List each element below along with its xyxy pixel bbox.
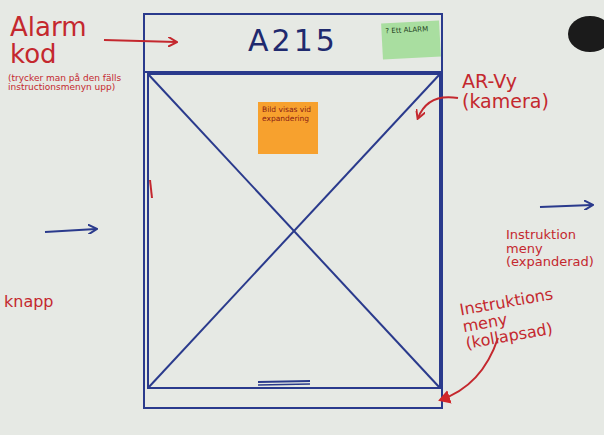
annotation: AR-Vy (kamera) xyxy=(462,72,554,112)
annotation: Alarm kod xyxy=(10,14,106,69)
annotation: knapp xyxy=(4,294,74,311)
marker-stroke xyxy=(150,180,152,198)
note-text: Bild visas vid expandering xyxy=(262,106,314,123)
collapsed-menu-bar xyxy=(258,381,310,382)
leader-arrow xyxy=(418,97,458,118)
ar-view xyxy=(148,74,440,388)
sticky-note: ? Ett ALARM xyxy=(381,21,441,60)
leader-arrow xyxy=(45,229,96,232)
sticky-note: Bild visas vid expandering xyxy=(258,102,318,154)
leader-arrow xyxy=(104,40,176,42)
annotation: Instruktion meny (expanderad) xyxy=(506,228,600,269)
annotation: (trycker man på den fälls instructionsme… xyxy=(8,74,146,93)
marker-cap xyxy=(568,16,604,52)
annotation: Instruktions meny (kollapsad) xyxy=(459,282,584,352)
top-bar: A215? Ett ALARM xyxy=(146,16,440,71)
leader-arrow xyxy=(540,205,592,207)
phone-frame xyxy=(144,14,442,408)
note-text: ? Ett ALARM xyxy=(385,25,435,36)
